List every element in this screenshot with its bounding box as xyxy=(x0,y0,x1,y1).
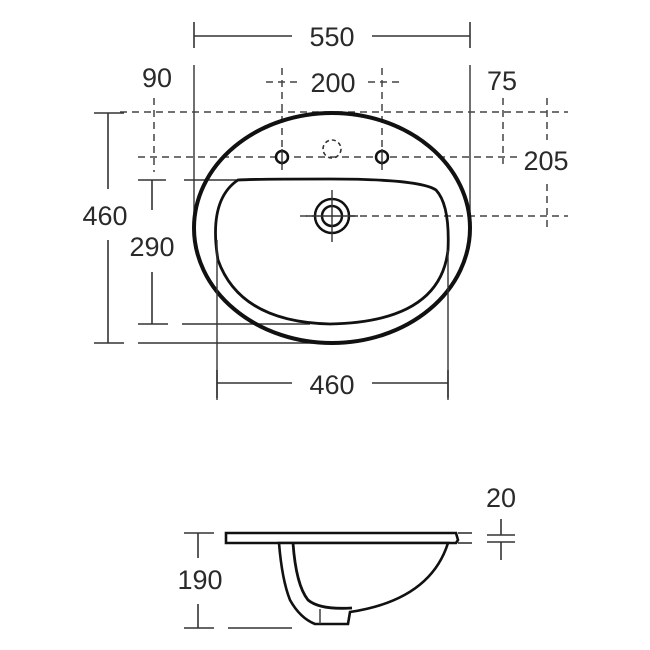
label-460-depth: 460 xyxy=(82,201,127,231)
side-bowl-inner xyxy=(291,542,353,610)
label-550: 550 xyxy=(309,22,354,52)
label-90: 90 xyxy=(142,63,172,93)
label-75: 75 xyxy=(487,66,517,96)
label-20: 20 xyxy=(486,483,516,513)
label-205: 205 xyxy=(523,146,568,176)
label-290: 290 xyxy=(129,232,174,262)
dimension-overall-width: 550 xyxy=(193,22,471,52)
waste-outlet xyxy=(306,190,358,242)
side-view: 190 20 xyxy=(177,483,516,629)
dimension-right-offset: 75 xyxy=(487,66,517,164)
dimension-overall-depth: 460 xyxy=(82,112,128,344)
dimension-bowl-depth: 290 xyxy=(129,179,310,325)
side-rim xyxy=(224,531,460,545)
label-190: 190 xyxy=(177,565,222,595)
dimension-left-offset: 90 xyxy=(142,63,172,172)
inner-bowl xyxy=(214,177,450,326)
outer-rim xyxy=(192,111,472,345)
side-bowl xyxy=(277,541,450,626)
optional-center-tap-hole xyxy=(322,139,342,159)
dimension-right-depth: 205 xyxy=(523,98,569,230)
label-460-width: 460 xyxy=(309,370,354,400)
dimension-bowl-width: 460 xyxy=(216,370,449,400)
label-200: 200 xyxy=(310,68,355,98)
